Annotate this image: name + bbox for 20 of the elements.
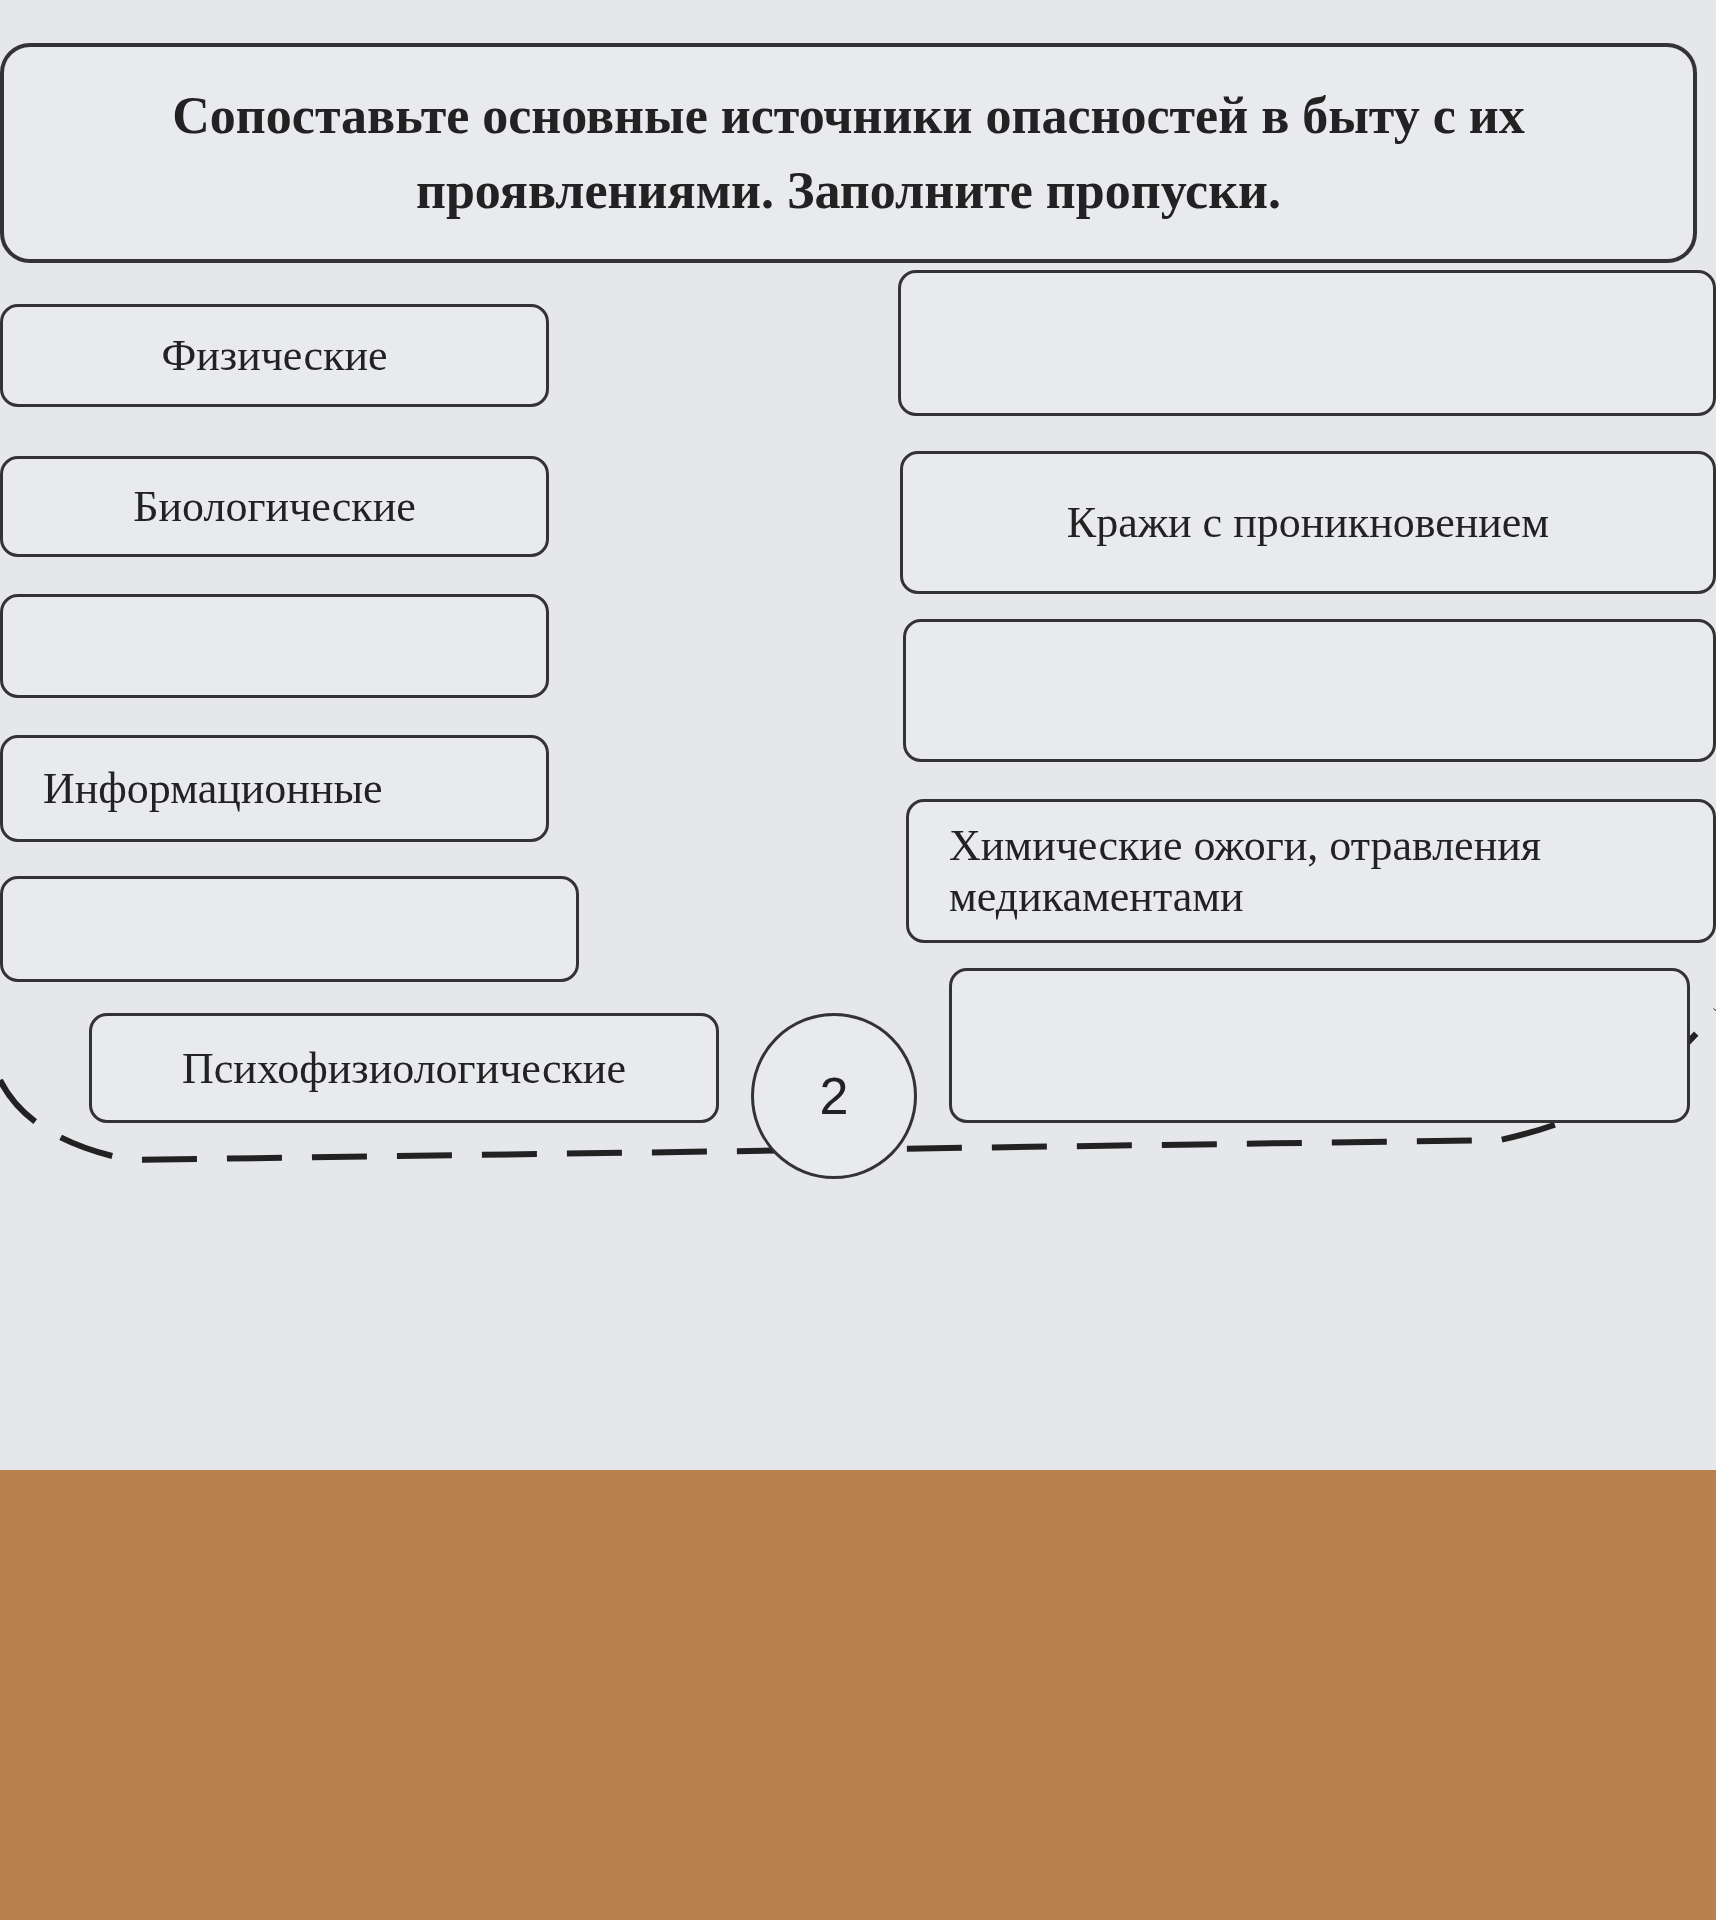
category-box <box>906 799 1716 943</box>
category-box <box>0 304 549 407</box>
category-label: Психофизиологические <box>182 1042 626 1094</box>
category-label: Химические ожоги, отравления медикаментами <box>949 820 1542 922</box>
answer-box <box>898 270 1716 416</box>
answer-box <box>949 968 1690 1123</box>
category-label: Кражи с проникновением <box>1066 497 1550 548</box>
task-instruction: Сопоставьте основные источники опасностей в быту с их проявлениями. Заполните пропуски. <box>171 85 1526 221</box>
category-label: Физические <box>161 330 388 381</box>
category-label: Биологические <box>133 481 416 532</box>
category-label: Информационные <box>43 763 383 814</box>
category-box <box>900 451 1716 594</box>
answer-box <box>0 876 579 982</box>
task-heading-box <box>0 43 1697 263</box>
category-box <box>89 1013 719 1123</box>
answer-box <box>903 619 1716 762</box>
page-number: 2 <box>819 1066 849 1126</box>
category-box <box>0 456 549 557</box>
answer-box <box>0 594 549 698</box>
category-box <box>0 735 549 842</box>
